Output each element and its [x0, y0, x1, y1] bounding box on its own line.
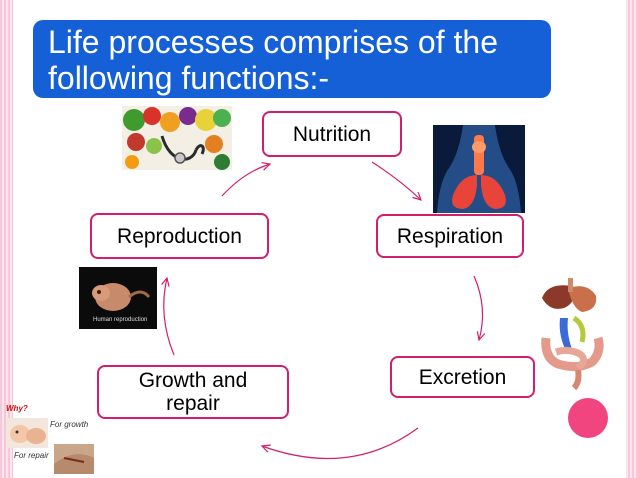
- node-reproduction: Reproduction: [90, 213, 269, 259]
- node-growth-and-repair: Growth and repair: [97, 365, 289, 419]
- digestive-organs-image: [538, 278, 604, 390]
- fetus-image: Human reproduction: [79, 267, 157, 329]
- lungs-image: [433, 125, 525, 213]
- slide-title: Life processes comprises of the followin…: [48, 24, 498, 96]
- for-growth-label: For growth: [50, 420, 89, 429]
- arrow-growth-to-reproduction: [164, 278, 175, 356]
- right-decorative-border: [626, 0, 638, 478]
- left-decorative-border: [0, 0, 13, 478]
- accent-dot: [568, 398, 608, 438]
- node-excretion: Excretion: [390, 356, 535, 398]
- why-label: Why?: [6, 404, 28, 413]
- for-repair-label: For repair: [14, 451, 49, 460]
- node-nutrition: Nutrition: [262, 111, 402, 157]
- arrow-nutrition-to-respiration: [371, 161, 421, 200]
- vegetables-stethoscope-image: [122, 106, 232, 170]
- reproduction-caption: Human reproduction: [93, 317, 148, 323]
- arrow-excretion-to-growth: [262, 427, 419, 459]
- arrow-reproduction-to-nutrition: [221, 164, 270, 197]
- title-banner: [33, 20, 551, 98]
- node-respiration: Respiration: [376, 214, 524, 258]
- wound-image: [54, 444, 94, 474]
- baby-image: [6, 418, 48, 448]
- arrow-respiration-to-excretion: [473, 275, 483, 340]
